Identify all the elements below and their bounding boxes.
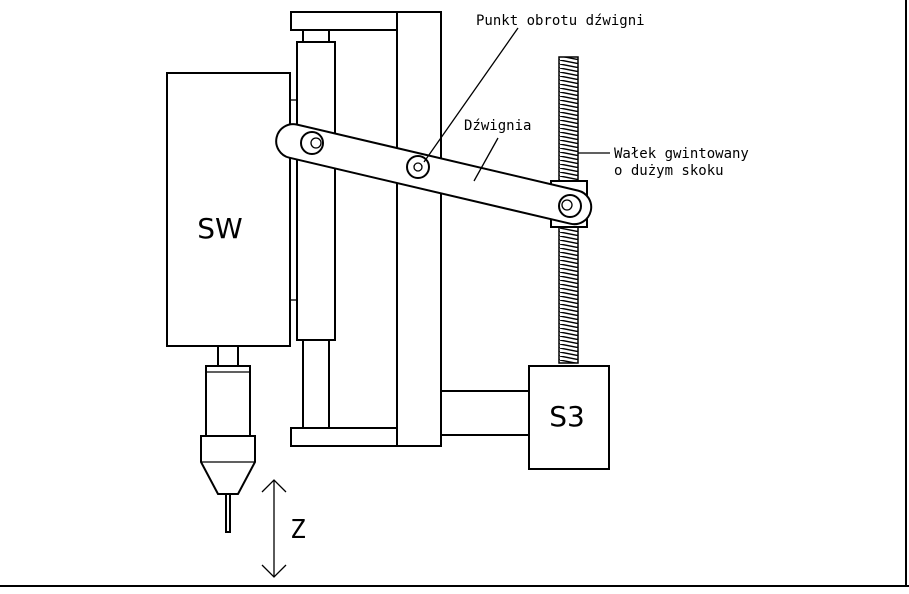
z-axis-label: Z [290, 515, 306, 545]
lever-pivot [406, 155, 430, 179]
pivot-label: Punkt obrotu dźwigni [476, 13, 645, 29]
motor-body: S3 [528, 365, 610, 470]
leader-lines [423, 27, 610, 182]
screw-label-line2: o dużym skoku [614, 163, 724, 179]
spindle-body: SW [166, 72, 291, 347]
z-axis-arrow: Z [261, 479, 306, 578]
motor-arm [440, 390, 530, 436]
motor-label: S3 [549, 400, 585, 433]
screw-label-line1: Wałek gwintowany [614, 146, 749, 162]
spindle-label: SW [197, 212, 242, 245]
tool-holder [200, 345, 256, 533]
lever-joint-left [300, 131, 324, 155]
lever [275, 123, 593, 226]
column-frame [290, 11, 442, 447]
lever-label: Dźwignia [464, 118, 531, 134]
